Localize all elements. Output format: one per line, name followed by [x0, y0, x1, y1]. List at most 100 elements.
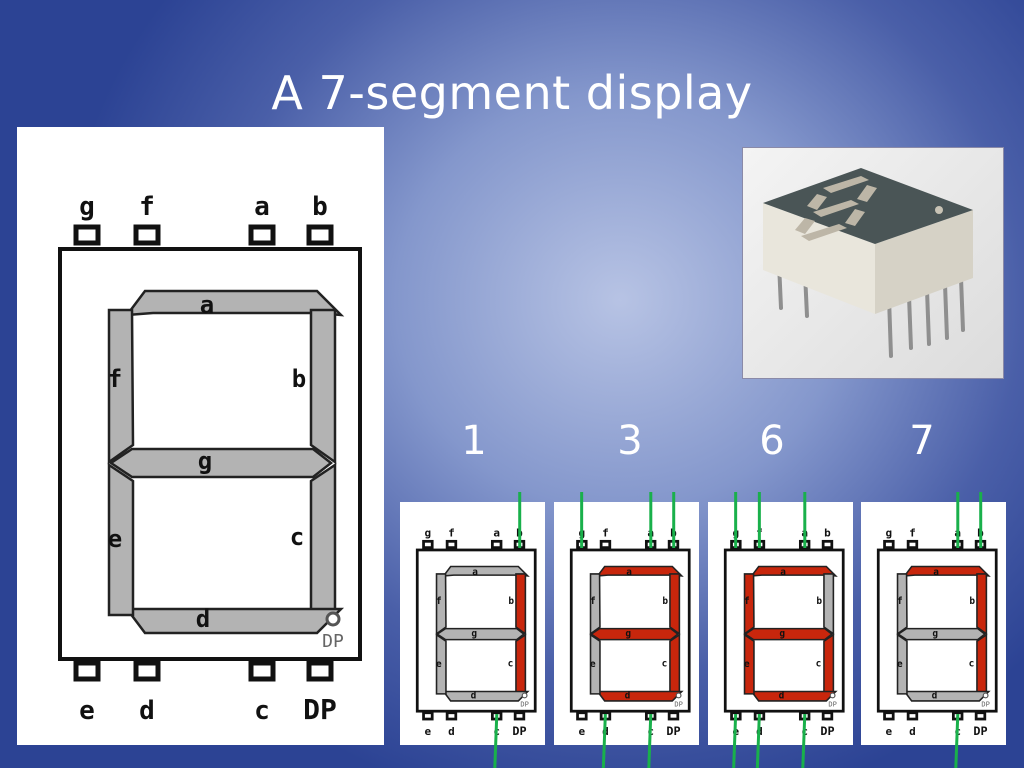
pin-label-e: e [79, 696, 95, 726]
segment-label-a: a [472, 567, 478, 578]
segment-label-c: c [969, 658, 975, 669]
segment-e [743, 633, 755, 695]
segment-c [669, 633, 681, 695]
segment-label-a: a [780, 567, 786, 578]
pin-label-f: f [602, 527, 609, 540]
segment-label-b: b [816, 596, 822, 607]
segment-label-g: g [932, 628, 938, 639]
decimal-point-dot [675, 692, 682, 699]
segment-label-e: e [108, 525, 122, 553]
segment-e [589, 633, 601, 695]
segment-label-a: a [626, 567, 632, 578]
segment-b [669, 573, 681, 636]
pin-b-top [821, 539, 834, 549]
pin-label-b: b [824, 527, 831, 540]
segment-label-c: c [662, 658, 668, 669]
digit-label-7: 7 [909, 418, 935, 464]
pin-c-bottom [798, 711, 811, 721]
pin-e-bottom [730, 711, 742, 721]
segment-c [976, 633, 988, 695]
segment-e [107, 462, 135, 617]
pin-label-d: d [909, 725, 916, 738]
pin-label-a: a [954, 527, 961, 540]
segment-label-f: f [744, 596, 750, 607]
pin-label-e: e [886, 725, 893, 738]
slide-title: A 7-segment display [271, 66, 753, 120]
segment-a [749, 565, 838, 577]
led-display-photo [742, 147, 1004, 379]
segment-label-d: d [932, 691, 938, 702]
segment-g [435, 627, 526, 641]
pin-label-c: c [493, 725, 500, 738]
digit-label-1: 1 [461, 418, 487, 464]
pin-dp-bottom [513, 711, 526, 721]
pin-f-top [599, 539, 612, 549]
pin-e-bottom [576, 711, 588, 721]
segment-b [515, 573, 527, 636]
pin-g-top [730, 539, 742, 549]
pin-b-top [974, 539, 987, 549]
pin-label-g: g [886, 527, 893, 540]
pin-d-bottom [133, 660, 161, 682]
decimal-point-dot [982, 692, 989, 699]
pin-g-top [73, 224, 101, 246]
pin-b-top [513, 539, 526, 549]
pin-f-top [753, 539, 766, 549]
pin-label-c: c [954, 725, 961, 738]
pin-label-b: b [977, 527, 984, 540]
decimal-point-dot [521, 692, 528, 699]
pin-g-top [883, 539, 895, 549]
segment-a [902, 565, 991, 577]
pin-label-a: a [647, 527, 654, 540]
pin-label-f: f [448, 527, 455, 540]
pin-label-dp: DP [973, 724, 987, 738]
pin-label-dp: DP [512, 724, 526, 738]
segment-label-b: b [969, 596, 975, 607]
decimal-point-dot [325, 611, 341, 627]
led-display-photo-icon [763, 168, 973, 358]
pin-label-dp: DP [666, 724, 680, 738]
pin-label-d: d [448, 725, 455, 738]
pin-d-bottom [753, 711, 766, 721]
segment-label-c: c [290, 523, 304, 551]
pin-label-b: b [516, 527, 523, 540]
pin-label-e: e [733, 725, 740, 738]
pin-f-top [133, 224, 161, 246]
segment-c [823, 633, 835, 695]
segment-label-g: g [198, 447, 212, 475]
decimal-point-dot [829, 692, 836, 699]
decimal-point-label: DP [674, 699, 683, 708]
segment-f [896, 573, 908, 636]
pin-c-bottom [951, 711, 964, 721]
pin-label-f: f [756, 527, 763, 540]
pin-a-top [644, 539, 657, 549]
pin-label-dp: DP [820, 724, 834, 738]
segment-label-e: e [590, 659, 596, 670]
segment-d [903, 690, 991, 702]
segment-g [589, 627, 680, 641]
segment-f [743, 573, 755, 636]
pin-b-top [667, 539, 680, 549]
pin-a-top [490, 539, 503, 549]
segment-c [309, 462, 337, 617]
segment-label-d: d [779, 691, 785, 702]
pin-f-top [445, 539, 458, 549]
pin-e-bottom [422, 711, 434, 721]
pin-label-dp: DP [303, 693, 337, 726]
segment-f [435, 573, 447, 636]
segment-label-g: g [779, 628, 785, 639]
segment-label-c: c [816, 658, 822, 669]
pin-label-e: e [425, 725, 432, 738]
pin-label-c: c [254, 696, 270, 726]
segment-label-b: b [508, 596, 514, 607]
segment-g [743, 627, 834, 641]
digit-label-3: 3 [617, 418, 643, 464]
segment-label-f: f [436, 596, 442, 607]
pin-label-g: g [425, 527, 432, 540]
segment-label-g: g [471, 628, 477, 639]
pin-c-bottom [248, 660, 276, 682]
